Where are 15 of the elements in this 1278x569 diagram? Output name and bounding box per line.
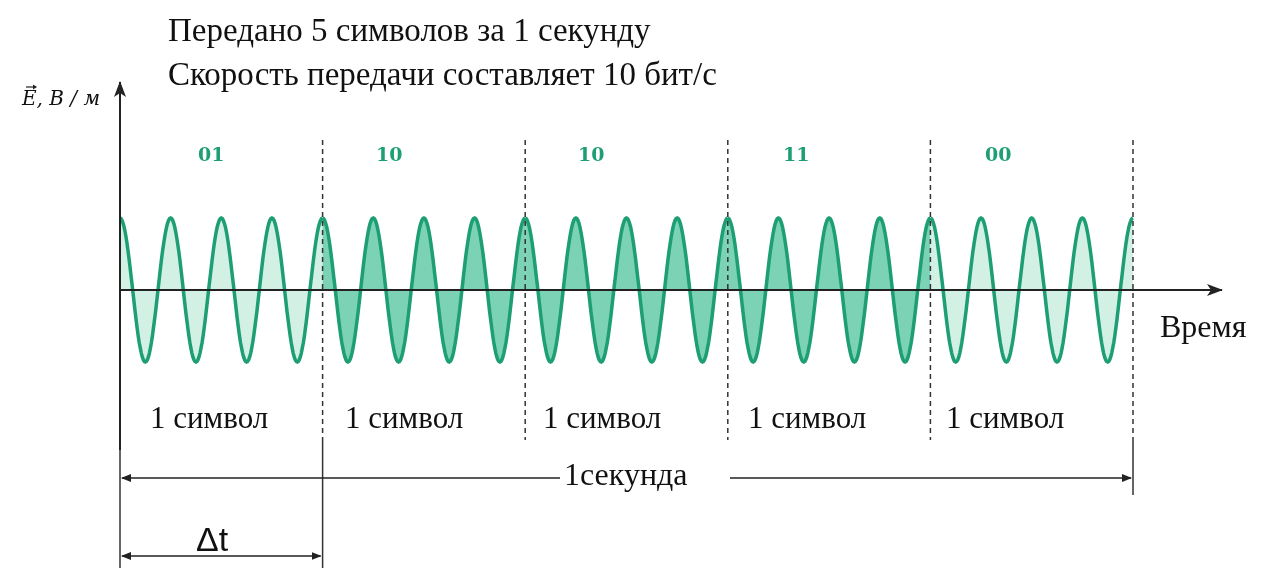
subtitle: Скорость передачи составляет 10 бит/с <box>168 58 717 91</box>
dimension-label: Δt <box>196 522 229 556</box>
symbol-label: 1 символ <box>345 402 464 433</box>
symbol-label: 1 символ <box>946 402 1065 433</box>
axis-label: E, В / м <box>22 88 101 108</box>
title: Передано 5 символов за 1 секунду <box>168 14 651 47</box>
bit-label: 01 <box>198 145 225 164</box>
bit-label: 10 <box>578 145 605 164</box>
bit-label: 11 <box>783 145 810 164</box>
axis-label: Время <box>1160 310 1247 342</box>
bit-label: 10 <box>376 145 403 164</box>
bit-label: 00 <box>985 145 1012 164</box>
symbol-label: 1 символ <box>748 402 867 433</box>
symbol-label: 1 символ <box>150 402 269 433</box>
symbol-label: 1 символ <box>543 402 662 433</box>
